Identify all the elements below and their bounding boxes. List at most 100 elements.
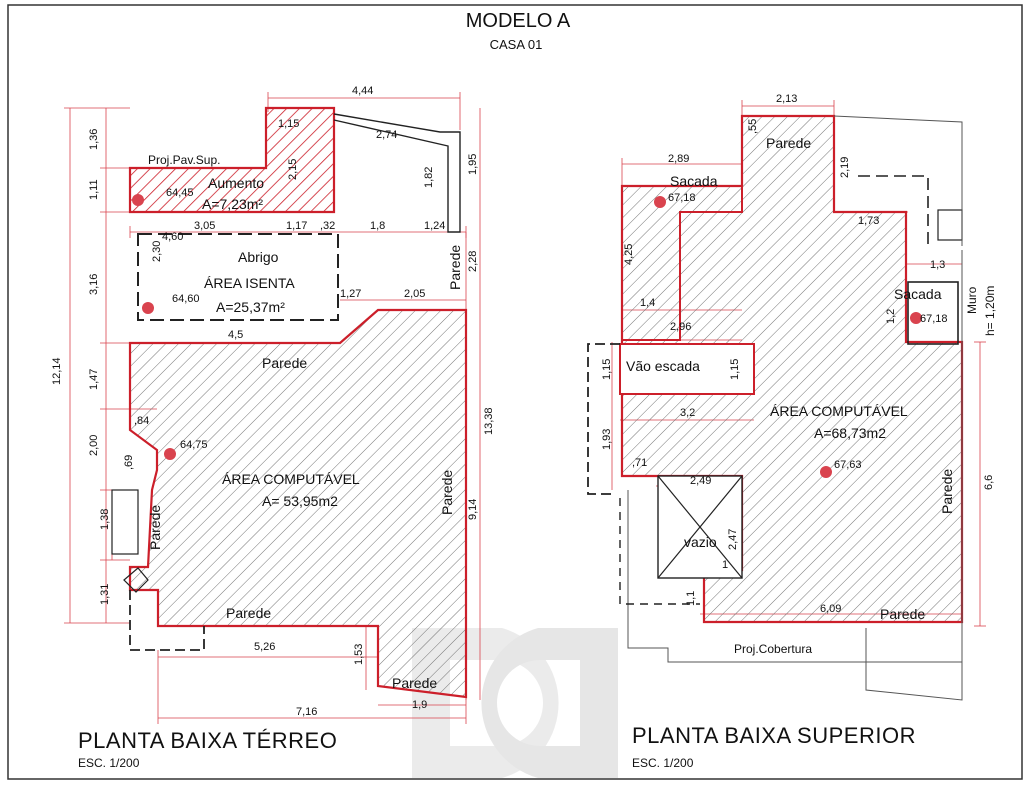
plan-ground-floor: Proj.Pav.Sup. Aumento A=7,23m² 64,45 Abr… (51, 85, 495, 724)
label-parede-6: Parede (147, 505, 163, 550)
label-aumento-area: A=7,23m² (202, 196, 263, 212)
dim-1-11: 1,11 (88, 179, 100, 200)
dim-2-28: 2,28 (467, 251, 479, 272)
dim-up-4-25: 4,25 (623, 244, 635, 265)
sheet-title: MODELO A (466, 10, 571, 32)
label-area-isenta: ÁREA ISENTA (204, 275, 295, 291)
label-vazio: vazio (684, 534, 717, 550)
dim-1-95: 1,95 (467, 154, 479, 175)
dim-up-2-47: 2,47 (727, 529, 739, 550)
dim-up-2-96: 2,96 (670, 321, 691, 333)
dim-up-1-93: 1,93 (601, 429, 613, 450)
level-ground-1: 64,45 (166, 187, 194, 199)
dim-up-1-1: 1,1 (685, 591, 697, 606)
dim-up-1-2: 1,2 (885, 309, 897, 324)
dim-up-55: ,55 (747, 119, 759, 134)
level-upper-1: 67,18 (668, 192, 696, 204)
dim-up-6-09: 6,09 (820, 603, 841, 615)
dim-1-15: 1,15 (278, 118, 299, 130)
roof-outline (333, 113, 461, 233)
dim-32: ,32 (320, 220, 335, 232)
label-sacada-2: Sacada (894, 286, 942, 302)
dim-up-6-6: 6,6 (983, 475, 995, 490)
dim-2-15: 2,15 (287, 159, 299, 180)
level-ground-2: 64,60 (172, 293, 200, 305)
dim-1-24: 1,24 (424, 220, 445, 232)
dim-1-36: 1,36 (88, 129, 100, 150)
dim-up-1-15b: 1,15 (729, 359, 741, 380)
dim-2-74: 2,74 (376, 129, 397, 141)
sheet-subtitle: CASA 01 (490, 37, 543, 52)
plan-title-upper: PLANTA BAIXA SUPERIOR (632, 723, 916, 748)
label-vao-escada: Vão escada (626, 358, 700, 374)
vao-escada (619, 343, 755, 395)
dim-up-2-89: 2,89 (668, 153, 689, 165)
dim-1-27: 1,27 (340, 288, 361, 300)
dim-84: ,84 (134, 415, 149, 427)
label-parede-3: Parede (392, 675, 437, 691)
label-parede-2: Parede (226, 605, 271, 621)
muro-box (907, 281, 959, 345)
dim-7-16: 7,16 (296, 706, 317, 718)
dim-up-1-3: 1,3 (930, 259, 945, 271)
dim-4-5: 4,5 (228, 329, 243, 341)
dim-up-2-19: 2,19 (839, 157, 851, 178)
dim-12-14: 12,14 (51, 357, 63, 385)
dim-4-44: 4,44 (352, 85, 373, 97)
label-area-computavel-upper: ÁREA COMPUTÁVEL (770, 403, 908, 419)
label-parede-4: Parede (447, 245, 463, 290)
level-ground-3: 64,75 (180, 439, 208, 451)
computavel-area-ground (128, 308, 468, 699)
dim-1-53: 1,53 (353, 644, 365, 665)
label-upper-parede-2: Parede (880, 606, 925, 622)
label-parede-1: Parede (262, 355, 307, 371)
label-upper-parede-3: Parede (939, 469, 955, 514)
label-proj-pav-sup: Proj.Pav.Sup. (148, 153, 220, 167)
dim-up-1-4: 1,4 (640, 297, 655, 309)
dim-1-47: 1,47 (88, 369, 100, 390)
dim-up-3-2: 3,2 (680, 407, 695, 419)
dim-3-05: 3,05 (194, 220, 215, 232)
label-area-isenta-value: A=25,37m² (216, 299, 285, 315)
dim-up-1: 1 (722, 559, 728, 571)
plan-title-ground: PLANTA BAIXA TÉRREO (78, 728, 337, 753)
dim-1-8: 1,8 (370, 220, 385, 232)
label-sacada-1: Sacada (670, 173, 718, 189)
aumento-area (128, 106, 336, 214)
dim-13-38: 13,38 (483, 407, 495, 435)
label-upper-parede-1: Parede (766, 135, 811, 151)
dim-1-17: 1,17 (286, 220, 307, 232)
label-aumento: Aumento (208, 175, 264, 191)
label-muro: Muro (965, 286, 979, 314)
label-proj-cobertura: Proj.Cobertura (734, 642, 812, 656)
label-area-computavel-ground-value: A= 53,95m2 (262, 493, 338, 509)
label-muro-height: h= 1,20m (983, 286, 997, 336)
dim-1-9: 1,9 (412, 699, 427, 711)
dim-2-05: 2,05 (404, 288, 425, 300)
dim-up-2-49: 2,49 (690, 475, 711, 487)
dim-up-2-13: 2,13 (776, 93, 797, 105)
label-area-computavel-upper-value: A=68,73m2 (814, 425, 886, 441)
dim-up-1-15a: 1,15 (601, 359, 613, 380)
dim-4-60: 4,60 (162, 231, 183, 243)
plan-scale-upper: ESC. 1/200 (632, 756, 694, 770)
dim-2-00: 2,00 (88, 435, 100, 456)
dim-9-14: 9,14 (467, 499, 479, 520)
dim-3-16: 3,16 (88, 274, 100, 295)
dim-up-1-73: 1,73 (858, 215, 879, 227)
dim-1-31: 1,31 (99, 584, 111, 605)
plan-scale-ground: ESC. 1/200 (78, 756, 140, 770)
sheet-frame (7, 4, 1023, 780)
dim-5-26: 5,26 (254, 641, 275, 653)
level-upper-2: 67,18 (920, 313, 948, 325)
dim-2-30: 2,30 (151, 241, 163, 262)
label-parede-5: Parede (439, 470, 455, 515)
dim-1-38: 1,38 (99, 509, 111, 530)
level-upper-3: 67,63 (834, 459, 862, 471)
plan-upper-floor: Parede Sacada 67,18 Sacada 67,18 Vão esc… (587, 93, 997, 701)
label-abrigo: Abrigo (238, 249, 279, 265)
label-area-computavel-ground: ÁREA COMPUTÁVEL (222, 471, 360, 487)
dim-69: ,69 (123, 455, 135, 470)
dim-1-82: 1,82 (423, 167, 435, 188)
